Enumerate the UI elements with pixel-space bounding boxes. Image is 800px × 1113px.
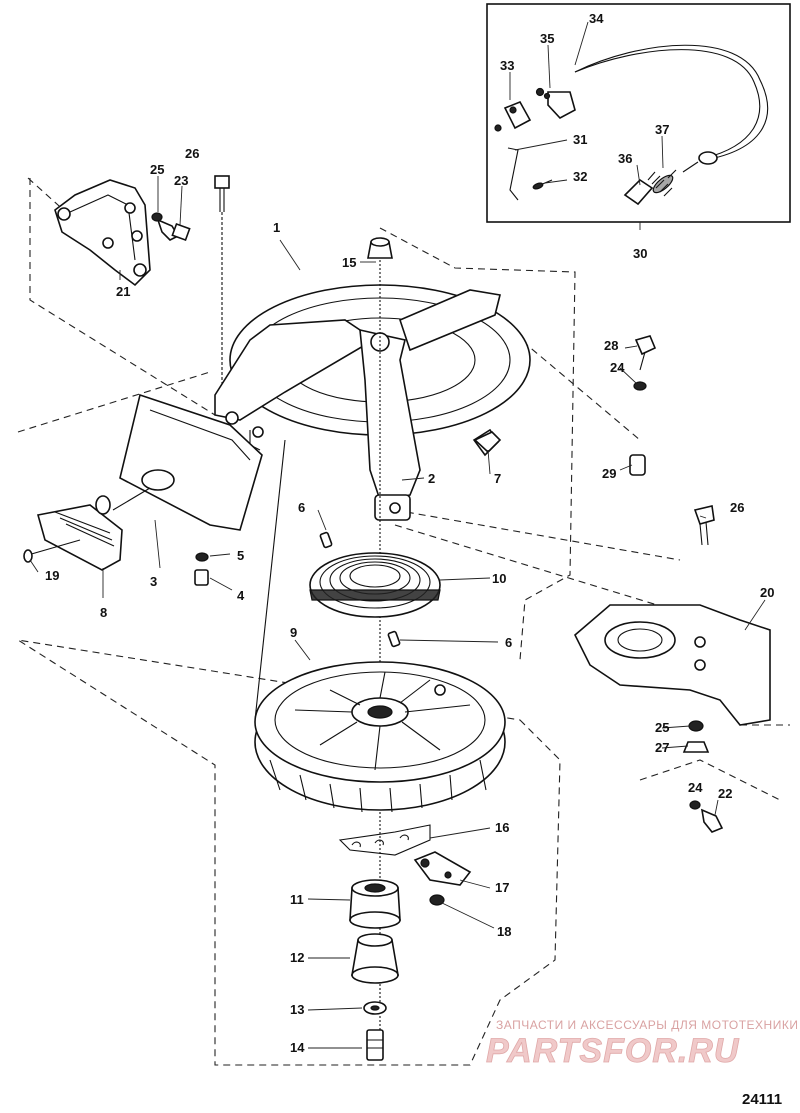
callout-20: 20	[760, 585, 774, 600]
retainer-spring	[338, 824, 431, 856]
callout-9: 9	[290, 625, 297, 640]
screw-4	[194, 569, 209, 586]
bushing-12	[351, 933, 399, 984]
washer-18	[429, 894, 445, 906]
throttle-cable	[574, 44, 769, 161]
callout-31: 31	[573, 132, 587, 147]
callout-25-lower: 25	[655, 720, 669, 735]
callout-6-upper: 6	[298, 500, 305, 515]
washer-5	[195, 552, 209, 562]
throttle-lever-part	[494, 100, 532, 132]
callout-26-lower: 26	[730, 500, 744, 515]
callout-27: 27	[655, 740, 669, 755]
callout-6-lower: 6	[505, 635, 512, 650]
callout-34: 34	[589, 11, 604, 26]
bracket-bolt	[156, 218, 191, 242]
callout-28: 28	[604, 338, 618, 353]
washer-25-lower	[688, 720, 704, 732]
starter-housing	[214, 284, 531, 521]
cotter-pin	[532, 179, 553, 190]
callout-25-upper: 25	[150, 162, 164, 177]
long-rope-line	[254, 439, 286, 721]
callout-24-upper: 24	[610, 360, 625, 375]
watermark-logo: PARTSFOR.RU	[486, 1032, 740, 1070]
lower-housing	[574, 604, 771, 726]
spacer-29	[629, 454, 646, 476]
callout-30: 30	[633, 246, 647, 261]
bolt-28	[634, 335, 657, 371]
callout-8: 8	[100, 605, 107, 620]
callout-labels: 1 2 3 4 5 6 6 7 8 9 10 11 12 13 14 15 16…	[45, 11, 774, 1055]
leader-lines	[29, 21, 766, 1049]
callout-14: 14	[290, 1040, 305, 1055]
rope-pulley	[254, 661, 506, 813]
callout-29: 29	[602, 466, 616, 481]
housing-link-line	[394, 524, 691, 616]
starter-rope	[112, 487, 151, 511]
callout-12: 12	[290, 950, 304, 965]
callout-24-lower: 24	[688, 780, 703, 795]
bushing-11	[349, 879, 401, 929]
washer-24-lower	[689, 800, 701, 810]
pawl	[413, 851, 472, 886]
washer-13	[363, 1001, 387, 1015]
handle-pin	[23, 539, 81, 563]
recoil-spring	[309, 552, 441, 618]
lower-link-line	[639, 724, 790, 801]
cable-spring	[647, 169, 677, 197]
bolt-26-lower	[693, 505, 715, 546]
callout-18: 18	[497, 924, 511, 939]
callout-1: 1	[273, 220, 280, 235]
callout-19: 19	[45, 568, 59, 583]
callout-10: 10	[492, 571, 506, 586]
callout-26-upper: 26	[185, 146, 199, 161]
assembly-boundary	[17, 227, 576, 1066]
rope-handle	[36, 495, 123, 571]
figure-number: 24111	[742, 1091, 782, 1108]
throttle-cable-inner	[574, 49, 761, 159]
cable-sleeve	[623, 178, 654, 206]
cable-end-fitting	[682, 151, 718, 173]
mounting-bracket	[54, 179, 151, 287]
cable-clamp-bracket	[535, 87, 576, 119]
callout-36: 36	[618, 151, 632, 166]
spring-pin-6-lower	[387, 630, 401, 648]
callout-37: 37	[655, 122, 669, 137]
bracket-washer	[151, 212, 163, 222]
screw-14	[366, 1029, 384, 1061]
callout-7: 7	[494, 471, 501, 486]
callout-3: 3	[150, 574, 157, 589]
handle-cover	[119, 393, 263, 531]
spring-pin-6-upper	[319, 531, 333, 549]
cable-kit-inset	[486, 3, 791, 223]
callout-21: 21	[116, 284, 130, 299]
callout-15: 15	[342, 255, 356, 270]
callout-32: 32	[573, 169, 587, 184]
washer-24-upper	[633, 381, 647, 391]
callout-35: 35	[540, 31, 554, 46]
callout-16: 16	[495, 820, 509, 835]
callout-22: 22	[718, 786, 732, 801]
callout-17: 17	[495, 880, 509, 895]
knob-link-line	[494, 317, 641, 441]
callout-2: 2	[428, 471, 435, 486]
callout-5: 5	[237, 548, 244, 563]
callout-33: 33	[500, 58, 514, 73]
link-rod	[507, 147, 519, 201]
housing-nut	[367, 237, 393, 259]
nut-27	[682, 741, 710, 753]
clip-7	[473, 431, 502, 454]
watermark-tagline: ЗАПЧАСТИ И АКСЕССУАРЫ ДЛЯ МОТОТЕХНИКИ	[496, 1018, 798, 1032]
callout-4: 4	[237, 588, 245, 603]
bolt-26-upper	[214, 175, 230, 212]
callout-23: 23	[174, 173, 188, 188]
watermark: ЗАПЧАСТИ И АКСЕССУАРЫ ДЛЯ МОТОТЕХНИКИ PA…	[486, 1018, 798, 1070]
bolt26-link-line	[394, 509, 681, 561]
callout-13: 13	[290, 1002, 304, 1017]
bolt-22	[700, 808, 724, 833]
callout-11: 11	[290, 892, 304, 907]
